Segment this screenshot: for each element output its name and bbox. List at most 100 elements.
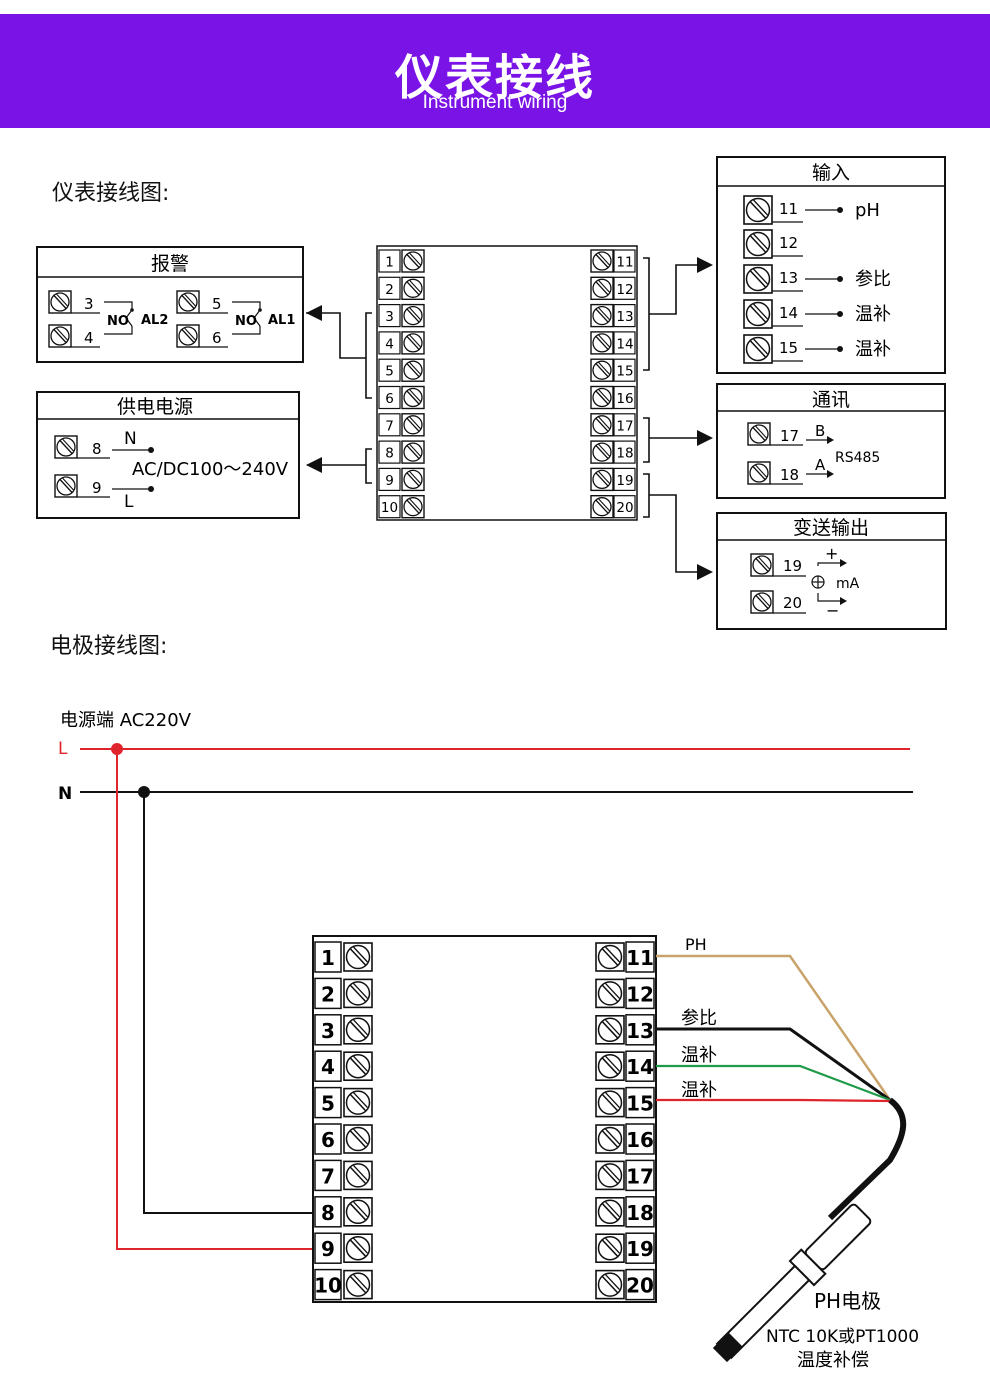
power-l-label: L xyxy=(124,492,134,512)
wire-ref-label: 参比 xyxy=(681,1008,717,1029)
communication-box: 通讯 17 18 B A RS485 xyxy=(716,383,946,499)
wire-ph xyxy=(656,954,892,1101)
terminal-screw-icon xyxy=(343,1124,373,1154)
terminal-number: 9 xyxy=(385,473,394,489)
terminal-number: 16 xyxy=(626,1128,654,1152)
terminal-number-box xyxy=(314,941,342,973)
arrow-right-icon xyxy=(827,436,834,444)
comm-a-label: A xyxy=(815,456,826,474)
terminal-screw-icon xyxy=(747,461,771,485)
power-terminal-9: 9 xyxy=(92,479,102,497)
power-n-label: N xyxy=(124,429,137,449)
terminal-number: 8 xyxy=(321,1201,335,1225)
terminal-screw-icon xyxy=(595,1087,625,1118)
terminal-number-box xyxy=(625,1232,655,1264)
terminal-screw-icon xyxy=(176,290,200,314)
power-terminal-8: 8 xyxy=(92,440,102,458)
terminal-number: 19 xyxy=(616,473,633,489)
wire-temp-label: 温补 xyxy=(681,1045,717,1066)
power-voltage-label: AC/DC100～240V xyxy=(132,459,289,480)
arrow-heads xyxy=(306,257,713,580)
terminal-screw-icon xyxy=(401,249,425,273)
terminal-screw-icon xyxy=(590,276,614,300)
arrow-right-icon xyxy=(840,597,847,605)
terminal-number-box xyxy=(613,276,636,300)
comm-terminal-17: 17 xyxy=(780,427,799,445)
terminal-screw-icon xyxy=(401,331,425,355)
terminal-number: 3 xyxy=(385,309,394,325)
transmit-terminal-19: 19 xyxy=(783,557,802,575)
terminal-number-box xyxy=(378,413,401,437)
terminal-screw-icon xyxy=(401,495,425,519)
terminal-number: 20 xyxy=(616,500,633,516)
transmit-box-title: 变送输出 xyxy=(793,517,869,539)
terminal-screw-icon xyxy=(590,495,614,519)
terminal-number: 15 xyxy=(616,364,633,380)
alarm-no-label: NO xyxy=(107,314,129,329)
section-instrument-wiring-label: 仪表接线图: xyxy=(52,181,170,206)
terminal-number: 18 xyxy=(626,1201,654,1225)
line-n-label: N xyxy=(58,784,72,804)
terminal-screw-icon xyxy=(590,413,614,437)
terminal-number-box xyxy=(378,467,401,491)
terminal-number-box xyxy=(613,304,636,328)
terminal-screw-icon xyxy=(595,1233,625,1263)
terminal-screw-icon xyxy=(401,358,425,382)
alarm-box: 报警 3 4 NO AL2 5 6 NO AL1 xyxy=(36,246,304,363)
terminal-number-box xyxy=(613,495,636,519)
alarm-al2-label: AL2 xyxy=(141,313,168,328)
terminal-number-box xyxy=(314,1050,342,1082)
terminal-screw-icon xyxy=(343,942,373,972)
input-terminal-number: 12 xyxy=(779,234,798,252)
wire-ph-label: PH xyxy=(685,935,707,954)
terminal-number: 6 xyxy=(385,391,394,407)
terminal-screw-icon xyxy=(343,1269,373,1300)
terminal-screw-icon xyxy=(750,553,774,577)
terminal-screw-icon xyxy=(743,264,773,294)
terminal-number: 10 xyxy=(314,1274,342,1298)
arrow-right-icon xyxy=(697,564,713,580)
power-source-label: 电源端 AC220V xyxy=(60,710,192,731)
arrow-right-icon xyxy=(827,470,834,478)
terminal-number: 12 xyxy=(616,282,633,298)
alarm-box-title: 报警 xyxy=(151,253,189,275)
terminal-number-box xyxy=(314,1014,342,1046)
power-box-title: 供电电源 xyxy=(117,396,193,418)
transmit-output-box: 变送输出 19 20 + − mA xyxy=(716,512,947,630)
terminal-number: 20 xyxy=(626,1274,654,1298)
transmit-unit-label: mA xyxy=(836,576,860,592)
section-electrode-wiring-label: 电极接线图: xyxy=(50,634,168,659)
terminal-number: 3 xyxy=(321,1019,335,1043)
terminal-screw-icon xyxy=(343,978,373,1009)
terminal-screw-icon xyxy=(401,276,425,300)
terminal-screw-icon xyxy=(343,1160,373,1191)
terminal-number-box xyxy=(625,941,655,973)
relay-contact-icon xyxy=(125,309,133,327)
comm-b-label: B xyxy=(815,422,825,440)
power-supply-box: 供电电源 8 9 N L AC/DC100～240V xyxy=(36,391,300,519)
terminal-number-box xyxy=(314,1268,342,1301)
terminal-number-box xyxy=(314,1086,342,1119)
terminal-screw-icon xyxy=(747,422,771,446)
terminal-number-box xyxy=(625,1159,655,1192)
terminal-screw-icon xyxy=(590,440,614,464)
terminal-screw-icon xyxy=(590,249,614,273)
transmit-plus-label: + xyxy=(825,544,838,563)
terminal-number-box xyxy=(378,331,401,355)
terminal-number-box xyxy=(625,1014,655,1046)
ph-electrode-icon xyxy=(712,1203,872,1363)
terminal-number: 14 xyxy=(616,336,633,352)
terminal-screw-icon xyxy=(176,324,200,348)
terminal-screw-icon xyxy=(743,229,773,259)
transmit-minus-label: − xyxy=(826,601,839,620)
terminal-screw-icon xyxy=(595,1014,625,1045)
terminal-number-box xyxy=(314,977,342,1010)
terminal-number: 12 xyxy=(626,982,654,1006)
terminal-screw-icon xyxy=(401,385,425,410)
input-signal-label: pH xyxy=(855,200,880,221)
terminal-screw-icon xyxy=(595,978,625,1009)
terminal-number: 13 xyxy=(616,309,633,325)
terminal-screw-icon xyxy=(343,1051,373,1081)
